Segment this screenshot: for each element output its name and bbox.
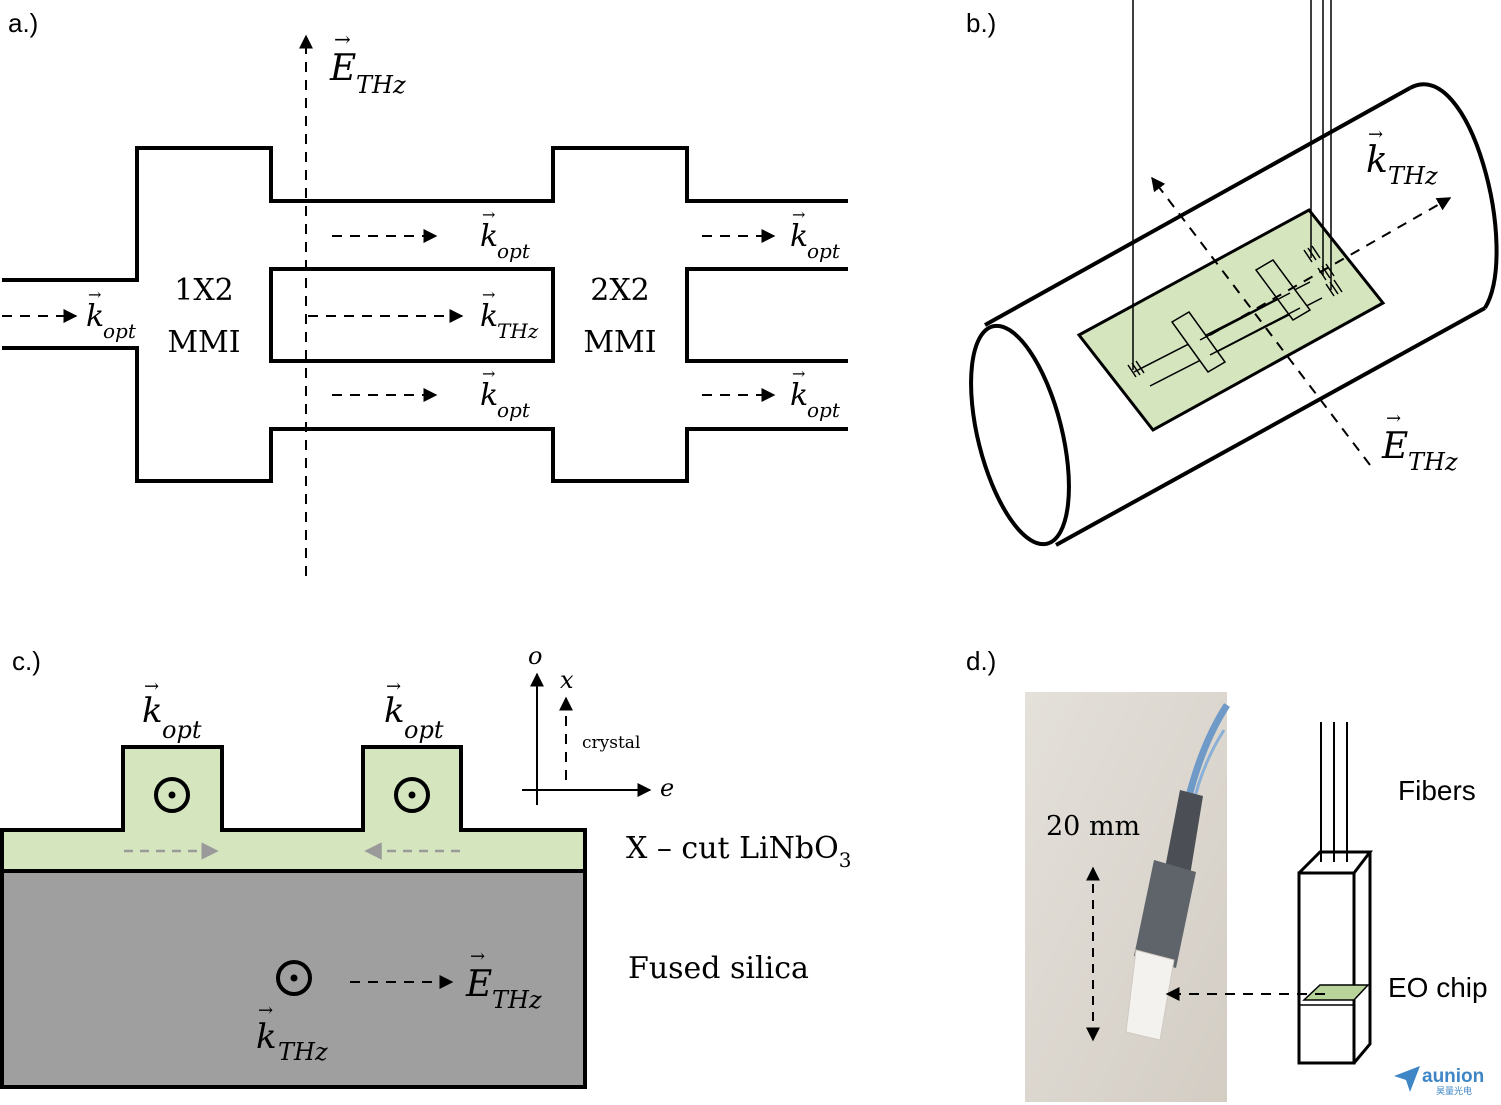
svg-text:k: k — [142, 691, 163, 731]
b-k-thz-label: k → THz — [1366, 124, 1438, 190]
svg-text:→: → — [1386, 408, 1401, 429]
c-e-thz-label: E → THz — [465, 946, 542, 1014]
svg-text:opt: opt — [103, 319, 137, 343]
panel-d: d.) 20 mm Fibers EO chip aunio — [966, 646, 1488, 1102]
c-k-opt-label-right: k → opt — [384, 676, 444, 744]
crystal-label: crystal — [582, 733, 640, 753]
a-e-vector-mark: → — [334, 27, 351, 51]
svg-text:opt: opt — [162, 716, 202, 744]
svg-text:THz: THz — [1388, 162, 1438, 190]
svg-text:k: k — [384, 691, 405, 731]
watermark-logo: aunion 昊量光电 — [1394, 1066, 1484, 1096]
svg-text:→: → — [792, 364, 805, 383]
svg-text:opt: opt — [497, 239, 531, 263]
svg-text:→: → — [482, 205, 495, 224]
svg-text:THz: THz — [492, 986, 542, 1014]
svg-text:THz: THz — [278, 1038, 328, 1066]
probe-schematic — [1297, 722, 1374, 1065]
c-k-opt-label-left: k → opt — [142, 676, 202, 744]
svg-text:k: k — [1366, 140, 1388, 181]
b-e-thz-axis — [1151, 176, 1371, 466]
svg-text:THz: THz — [497, 319, 539, 343]
svg-text:→: → — [482, 364, 495, 383]
svg-text:→: → — [88, 285, 101, 304]
eo-chip-label: EO chip — [1388, 972, 1488, 1003]
svg-text:→: → — [386, 676, 401, 697]
center-electrode-waveguide — [269, 267, 555, 363]
svg-text:→: → — [1368, 124, 1383, 145]
c-k-thz-out-of-plane-symbol — [276, 960, 312, 996]
panel-c: c.) k → opt k → o — [0, 642, 851, 1089]
cylinder-housing — [969, 82, 1499, 547]
axis-o-label: o — [528, 642, 542, 670]
mmi2-line2: MMI — [583, 325, 656, 360]
svg-text:THz: THz — [1408, 448, 1458, 476]
d-eo-chip — [1302, 984, 1370, 1001]
svg-text:→: → — [144, 676, 159, 697]
linbo3-layer — [0, 745, 587, 873]
k-opt-label-lower: k → opt — [480, 364, 531, 422]
svg-text:k: k — [790, 378, 808, 413]
svg-text:E: E — [1381, 426, 1408, 467]
fibers-label: Fibers — [1398, 775, 1476, 806]
probe-photo — [1025, 692, 1230, 1102]
c-out-of-plane-symbol-left — [154, 777, 190, 813]
svg-text:→: → — [470, 946, 485, 967]
axis-e-label: e — [660, 774, 674, 802]
svg-text:→: → — [258, 1000, 273, 1021]
svg-text:k: k — [256, 1017, 277, 1057]
svg-text:→: → — [792, 205, 805, 224]
svg-text:opt: opt — [807, 239, 841, 263]
linbo3-label: X – cut LiNbO3 — [626, 831, 851, 872]
svg-text:k: k — [480, 219, 498, 254]
svg-text:k: k — [86, 299, 104, 334]
svg-text:E: E — [465, 964, 492, 1005]
b-chip-electrodes — [1127, 245, 1343, 387]
svg-text:k: k — [480, 378, 498, 413]
panel-d-label: d.) — [966, 646, 996, 676]
svg-text:opt: opt — [807, 398, 841, 422]
panel-a: a.) E → THz 1X2 MMI 2X2 MMI k → opt k → … — [2, 8, 848, 576]
axis-x-label: x — [560, 666, 574, 694]
svg-text:aunion: aunion — [1422, 1066, 1484, 1087]
k-thz-label-center: k → THz — [480, 285, 539, 343]
mmi1-line1: 1X2 — [174, 273, 234, 308]
svg-text:opt: opt — [497, 398, 531, 422]
b-eo-chip — [1076, 208, 1386, 432]
c-out-of-plane-symbol-right — [394, 777, 430, 813]
panel-b-label: b.) — [966, 8, 996, 38]
panel-c-label: c.) — [12, 646, 41, 676]
svg-text:昊量光电: 昊量光电 — [1436, 1085, 1472, 1096]
b-e-thz-label: E → THz — [1381, 408, 1458, 476]
panel-a-label: a.) — [8, 8, 38, 38]
fused-silica-label: Fused silica — [628, 951, 809, 986]
panel-b: b.) — [966, 0, 1499, 547]
mmi1-line2: MMI — [167, 325, 240, 360]
k-opt-label-upper: k → opt — [480, 205, 531, 263]
k-opt-label-out-lower: k → opt — [790, 364, 841, 422]
a-e-symbol: E — [329, 48, 356, 89]
scale-label: 20 mm — [1046, 811, 1140, 842]
a-e-sub: THz — [356, 71, 406, 99]
interferometer-outline — [2, 146, 848, 483]
svg-text:k: k — [480, 299, 498, 334]
b-fibers — [1132, 0, 1332, 370]
c-k-thz-label: k → THz — [256, 1000, 328, 1066]
c-crystal-axes: o x e crystal — [522, 642, 674, 805]
mmi2-line1: 2X2 — [590, 273, 650, 308]
svg-text:opt: opt — [404, 716, 444, 744]
k-opt-label-out-upper: k → opt — [790, 205, 841, 263]
svg-text:k: k — [790, 219, 808, 254]
k-opt-label-input: k → opt — [86, 285, 137, 343]
svg-text:→: → — [482, 285, 495, 304]
